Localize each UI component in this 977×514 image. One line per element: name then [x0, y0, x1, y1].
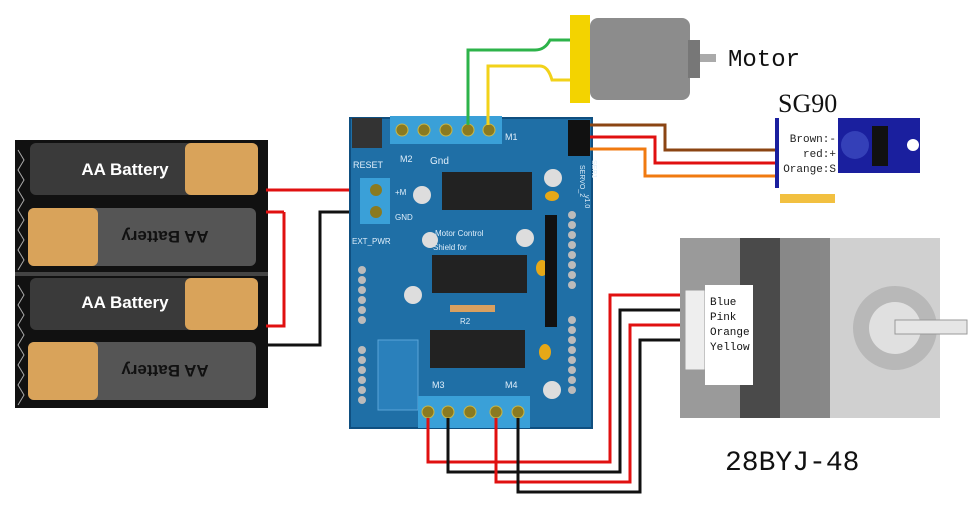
- version-label: v1.0: [583, 195, 590, 208]
- stepper-wire-label: [705, 285, 753, 385]
- wire-label-orange: Orange: [710, 327, 750, 339]
- shield-title: Motor Control: [435, 229, 484, 238]
- brown-wire: [590, 123, 778, 152]
- motor-body: [590, 18, 690, 100]
- m3-label: M3: [432, 380, 445, 390]
- stepper-motor: Blue Pink Orange Yellow 28BYJ-48: [680, 238, 968, 479]
- reset-label: RESET: [353, 160, 384, 170]
- servo-title: SG90: [778, 89, 837, 118]
- orange-wire: [590, 147, 778, 178]
- servo-pin-label: Brown:-: [790, 134, 836, 146]
- ic-chip: [442, 172, 532, 210]
- battery-label: AA Battery: [121, 361, 209, 380]
- stepper-connector: [684, 289, 706, 371]
- ic-chip: [432, 255, 527, 293]
- yellow-wire: [486, 64, 572, 125]
- battery-label: AA Battery: [81, 293, 169, 312]
- motor-shield: RESET M1 M2 Gnd EXT_PWR +M GND Motor Con…: [349, 116, 597, 429]
- stepper-title: 28BYJ-48: [725, 448, 859, 479]
- ic-chip: [430, 330, 525, 368]
- green-wire: [466, 38, 572, 125]
- red-wire: [590, 135, 778, 165]
- battery-cell: AA Battery: [30, 278, 258, 330]
- battery-label: AA Battery: [81, 160, 169, 179]
- dc-motor: Motor: [466, 15, 800, 125]
- resistor: [450, 305, 495, 312]
- battery-cell: AA Battery: [28, 208, 256, 266]
- servo-pin-label: Orange:S: [783, 164, 836, 176]
- servo-pin-label: red:+: [803, 149, 836, 161]
- wire-label-blue: Blue: [710, 297, 736, 309]
- motor-end-cap: [570, 15, 590, 103]
- m4-label: M4: [505, 380, 518, 390]
- spring-icon: [17, 149, 25, 271]
- motor-shaft: [700, 54, 716, 62]
- spring-icon: [17, 284, 25, 406]
- servo-horn: [780, 194, 835, 203]
- gnd-power-label: GND: [395, 213, 413, 222]
- red-link-wire: [266, 212, 286, 328]
- plus-m-label: +M: [395, 188, 407, 197]
- m1-label: M1: [505, 132, 518, 142]
- servo-sg90: SG90 Brown:- red:+ Orange:S: [590, 89, 920, 203]
- servo-header: [568, 120, 590, 156]
- reset-button: [352, 118, 382, 148]
- shield-subtitle: Shield for: [433, 243, 467, 252]
- wire-label-pink: Pink: [710, 312, 737, 324]
- battery-pack: AA Battery AA Battery AA Battery AA Batt…: [15, 140, 268, 408]
- gnd-label: Gnd: [430, 156, 449, 167]
- header-strip: [545, 215, 557, 327]
- servo2-label: SERVO_2: [578, 165, 585, 197]
- m2-label: M2: [400, 154, 413, 164]
- wire-label-yellow: Yellow: [710, 342, 750, 354]
- r2-label: R2: [460, 317, 471, 326]
- gear-icon: [841, 131, 869, 159]
- battery-label: AA Battery: [121, 227, 209, 246]
- stepper-wires: [426, 293, 705, 494]
- stepper-shaft: [894, 319, 968, 335]
- ser1-label: SER1: [590, 160, 597, 178]
- motor-label: Motor: [728, 47, 800, 74]
- ext-pwr-label: EXT_PWR: [352, 237, 391, 246]
- battery-cell: AA Battery: [30, 143, 258, 195]
- battery-cell: AA Battery: [28, 342, 256, 400]
- prototype-area: [377, 339, 419, 411]
